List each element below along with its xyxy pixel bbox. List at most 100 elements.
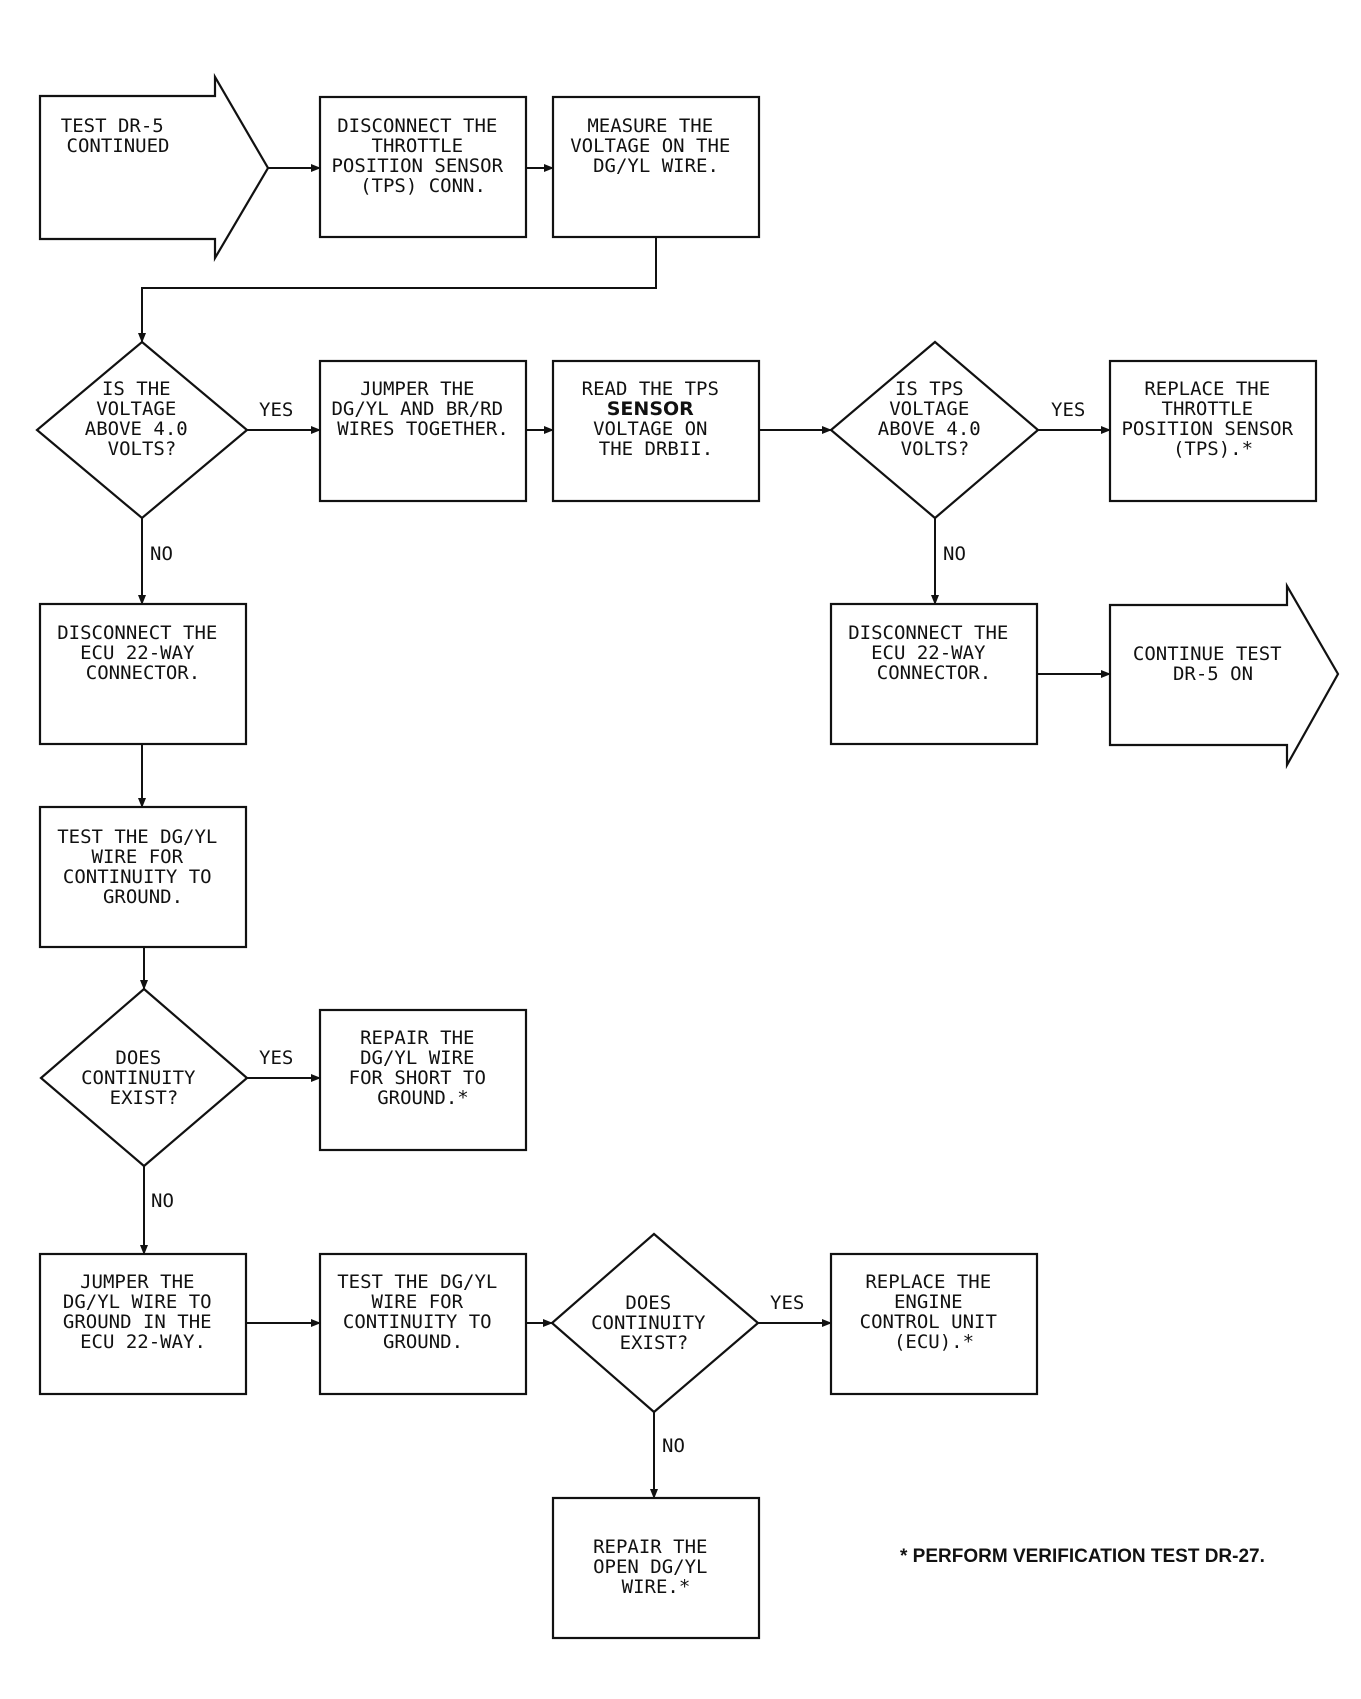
label-d4-no: NO bbox=[662, 1435, 685, 1457]
b5-line-4: (TPS).* bbox=[1173, 438, 1253, 460]
b11-line-1: TEST THE DG/YL bbox=[337, 1271, 497, 1293]
label-d3-yes: YES bbox=[259, 1047, 293, 1069]
b13-line-2: OPEN DG/YL bbox=[593, 1556, 707, 1578]
b8-line-3: CONTINUITY TO bbox=[63, 866, 212, 888]
label-d2-yes: YES bbox=[1051, 399, 1085, 421]
repair-short-text: REPAIR THE DG/YL WIRE FOR SHORT TO GROUN… bbox=[349, 1027, 498, 1109]
start-line-1: TEST DR-5 bbox=[61, 115, 164, 137]
end-line-2: DR-5 ON bbox=[1173, 663, 1253, 685]
d4-line-1: DOES bbox=[625, 1292, 671, 1314]
read-tps-voltage-text: READ THE TPS SENSOR VOLTAGE ON THE DRBII… bbox=[582, 378, 731, 460]
jumper-wires-box bbox=[318, 359, 528, 503]
b7-line-1: DISCONNECT THE bbox=[848, 622, 1008, 644]
disconnect-ecu-box-right bbox=[829, 602, 1039, 746]
test-continuity-text-2: TEST THE DG/YL WIRE FOR CONTINUITY TO GR… bbox=[337, 1271, 509, 1353]
d3-line-2: CONTINUITY bbox=[81, 1067, 196, 1089]
d4-line-3: EXIST? bbox=[620, 1332, 689, 1354]
b4-line-4: THE DRBII. bbox=[599, 438, 713, 460]
d2-line-4: VOLTS? bbox=[901, 438, 970, 460]
label-d1-yes: YES bbox=[259, 399, 293, 421]
edge-b2-to-d1 bbox=[138, 237, 657, 343]
b3-line-1: JUMPER THE bbox=[360, 378, 474, 400]
d3-line-1: DOES bbox=[115, 1047, 161, 1069]
d1-line-3: ABOVE 4.0 bbox=[85, 418, 188, 440]
label-d4-yes: YES bbox=[770, 1292, 804, 1314]
replace-ecu-text: REPLACE THE ENGINE CONTROL UNIT (ECU).* bbox=[860, 1271, 1009, 1353]
replace-ecu-box bbox=[829, 1252, 1039, 1396]
d1-line-2: VOLTAGE bbox=[96, 398, 176, 420]
b3-line-3: WIRES TOGETHER. bbox=[337, 418, 509, 440]
d4-line-2: CONTINUITY bbox=[591, 1312, 706, 1334]
b7-line-2: ECU 22-WAY bbox=[871, 642, 986, 664]
d1-line-1: IS THE bbox=[102, 378, 171, 400]
b6-line-3: CONNECTOR. bbox=[86, 662, 200, 684]
d2-line-2: VOLTAGE bbox=[889, 398, 969, 420]
b6-line-2: ECU 22-WAY bbox=[80, 642, 195, 664]
replace-tps-box bbox=[1108, 359, 1318, 503]
b12-line-2: ENGINE bbox=[894, 1291, 963, 1313]
b11-line-2: WIRE FOR bbox=[372, 1291, 464, 1313]
repair-open-box bbox=[551, 1496, 761, 1640]
tps-voltage-above-4-text: IS TPS VOLTAGE ABOVE 4.0 VOLTS? bbox=[878, 378, 992, 460]
b9-line-1: REPAIR THE bbox=[360, 1027, 474, 1049]
d2-line-3: ABOVE 4.0 bbox=[878, 418, 981, 440]
jumper-ground-box bbox=[38, 1252, 248, 1396]
b1-line-4: (TPS) CONN. bbox=[360, 175, 486, 197]
b9-line-3: FOR SHORT TO bbox=[349, 1067, 486, 1089]
b5-line-3: POSITION SENSOR bbox=[1121, 418, 1293, 440]
b4-line-3: VOLTAGE ON bbox=[593, 418, 707, 440]
b2-line-3: DG/YL WIRE. bbox=[593, 155, 719, 177]
label-d2-no: NO bbox=[943, 543, 966, 565]
disconnect-tps-box bbox=[318, 95, 528, 239]
continuity-exist-text-2: DOES CONTINUITY EXIST? bbox=[591, 1292, 717, 1354]
b10-line-2: DG/YL WIRE TO bbox=[63, 1291, 212, 1313]
b12-line-1: REPLACE THE bbox=[865, 1271, 991, 1293]
b10-line-3: GROUND IN THE bbox=[63, 1311, 212, 1333]
d3-line-3: EXIST? bbox=[110, 1087, 179, 1109]
b5-line-1: REPLACE THE bbox=[1144, 378, 1270, 400]
test-continuity-text: TEST THE DG/YL WIRE FOR CONTINUITY TO GR… bbox=[57, 826, 229, 908]
measure-voltage-box bbox=[551, 95, 761, 239]
b8-line-2: WIRE FOR bbox=[92, 846, 184, 868]
start-text: TEST DR-5 CONTINUED bbox=[61, 115, 175, 157]
start-arrow-shape bbox=[38, 72, 270, 263]
disconnect-ecu-text-right: DISCONNECT THE ECU 22-WAY CONNECTOR. bbox=[848, 622, 1020, 684]
b2-line-2: VOLTAGE ON THE bbox=[570, 135, 730, 157]
end-line-1: CONTINUE TEST bbox=[1133, 643, 1282, 665]
b7-line-3: CONNECTOR. bbox=[877, 662, 991, 684]
b8-line-4: GROUND. bbox=[103, 886, 183, 908]
b11-line-3: CONTINUITY TO bbox=[343, 1311, 492, 1333]
continuity-exist-text-1: DOES CONTINUITY EXIST? bbox=[81, 1047, 207, 1109]
b10-line-1: JUMPER THE bbox=[80, 1271, 194, 1293]
footnote: * PERFORM VERIFICATION TEST DR-27. bbox=[900, 1546, 1265, 1567]
end-arrow-shape bbox=[1108, 581, 1340, 770]
b3-line-2: DG/YL AND BR/RD bbox=[331, 398, 503, 420]
start-line-2: CONTINUED bbox=[67, 135, 170, 157]
b9-line-4: GROUND.* bbox=[377, 1087, 469, 1109]
voltage-above-4-text: IS THE VOLTAGE ABOVE 4.0 VOLTS? bbox=[85, 378, 199, 460]
replace-tps-text: REPLACE THE THROTTLE POSITION SENSOR (TP… bbox=[1121, 378, 1304, 460]
repair-open-text: REPAIR THE OPEN DG/YL WIRE.* bbox=[593, 1536, 719, 1598]
b13-line-3: WIRE.* bbox=[622, 1576, 691, 1598]
end-text: CONTINUE TEST DR-5 ON bbox=[1133, 643, 1293, 685]
b8-line-1: TEST THE DG/YL bbox=[57, 826, 217, 848]
b9-line-2: DG/YL WIRE bbox=[360, 1047, 474, 1069]
label-d3-no: NO bbox=[151, 1190, 174, 1212]
disconnect-tps-text: DISCONNECT THE THROTTLE POSITION SENSOR … bbox=[331, 115, 514, 197]
b1-line-3: POSITION SENSOR bbox=[331, 155, 503, 177]
test-continuity-box bbox=[38, 805, 248, 949]
d2-line-1: IS TPS bbox=[895, 378, 964, 400]
b12-line-3: CONTROL UNIT bbox=[860, 1311, 997, 1333]
jumper-wires-text: JUMPER THE DG/YL AND BR/RD WIRES TOGETHE… bbox=[331, 378, 514, 440]
b6-line-1: DISCONNECT THE bbox=[57, 622, 217, 644]
b4-line-2: SENSOR bbox=[607, 398, 694, 420]
repair-short-box bbox=[318, 1008, 528, 1152]
b13-line-1: REPAIR THE bbox=[593, 1536, 707, 1558]
label-d1-no: NO bbox=[150, 543, 173, 565]
b11-line-4: GROUND. bbox=[383, 1331, 463, 1353]
d1-line-4: VOLTS? bbox=[108, 438, 177, 460]
b12-line-4: (ECU).* bbox=[894, 1331, 974, 1353]
b1-line-2: THROTTLE bbox=[372, 135, 464, 157]
read-tps-voltage-box bbox=[551, 359, 761, 503]
